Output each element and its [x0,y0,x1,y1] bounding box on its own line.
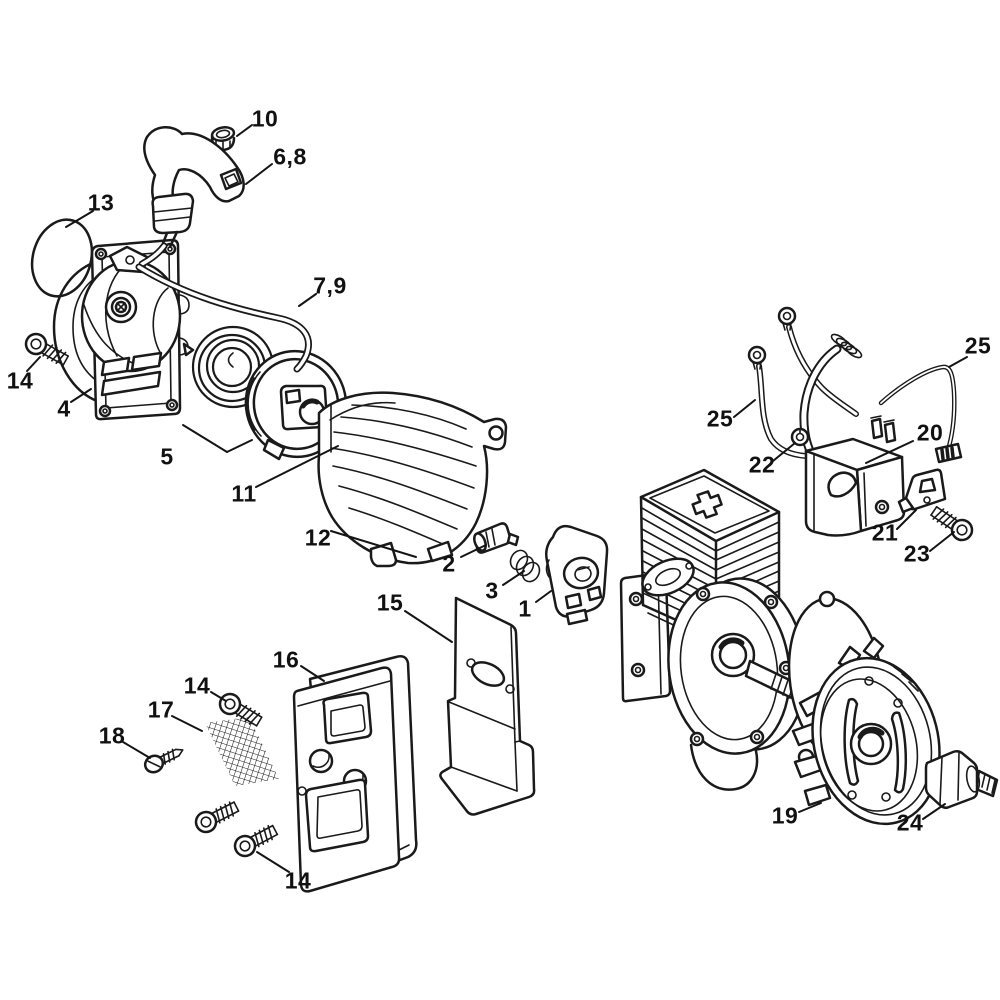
housing-screw [21,329,72,371]
ignition-module [804,415,906,537]
wire-grommet [790,427,810,447]
part-label-1: 1 [518,595,532,622]
part-label-15: 15 [376,589,404,616]
part-label-13: 13 [87,189,115,216]
starter-housing [52,238,190,421]
starter-cup [545,524,609,626]
engine-assembly [619,468,807,791]
part-label-23: 23 [903,540,931,567]
part-label-6-8: 6,8 [273,143,307,170]
bracket-screw [926,501,978,546]
heat-shield [439,596,536,816]
pawl-spring [509,549,541,583]
spark-arrestor-screen [205,717,279,786]
leader-lines [26,124,968,873]
part-label-14-muffler-bottom: 14 [284,867,312,894]
part-label-12: 12 [304,524,332,551]
part-label-4: 4 [57,395,71,422]
elastic-ring [30,218,94,298]
part-label-14-housing: 14 [6,367,34,394]
part-label-25-right: 25 [964,332,992,359]
muffler-screw-mid [191,796,243,837]
screen-screw [141,741,188,777]
part-label-11: 11 [231,480,257,507]
muffler-screw-bottom [230,819,281,861]
part-label-21: 21 [871,519,899,546]
starter-rope [135,242,312,373]
part-label-22: 22 [748,451,776,478]
muffler [292,655,418,893]
part-label-24: 24 [896,809,924,836]
part-label-2: 2 [442,550,456,577]
part-label-20: 20 [916,419,944,446]
part-label-16: 16 [272,646,300,673]
part-label-7-9: 7,9 [313,272,347,299]
part-label-25-left: 25 [706,405,734,432]
flywheel-nut [924,749,999,810]
flywheel [787,590,941,826]
part-label-17: 17 [147,696,175,723]
part-label-14-muffler-top: 14 [183,672,211,699]
part-label-18: 18 [98,722,126,749]
part-label-19: 19 [771,802,799,829]
part-label-5: 5 [160,443,174,470]
part-label-10: 10 [251,105,279,132]
part-label-3: 3 [485,577,499,604]
carrier-bracket [897,468,947,514]
starter-grip [143,126,245,249]
